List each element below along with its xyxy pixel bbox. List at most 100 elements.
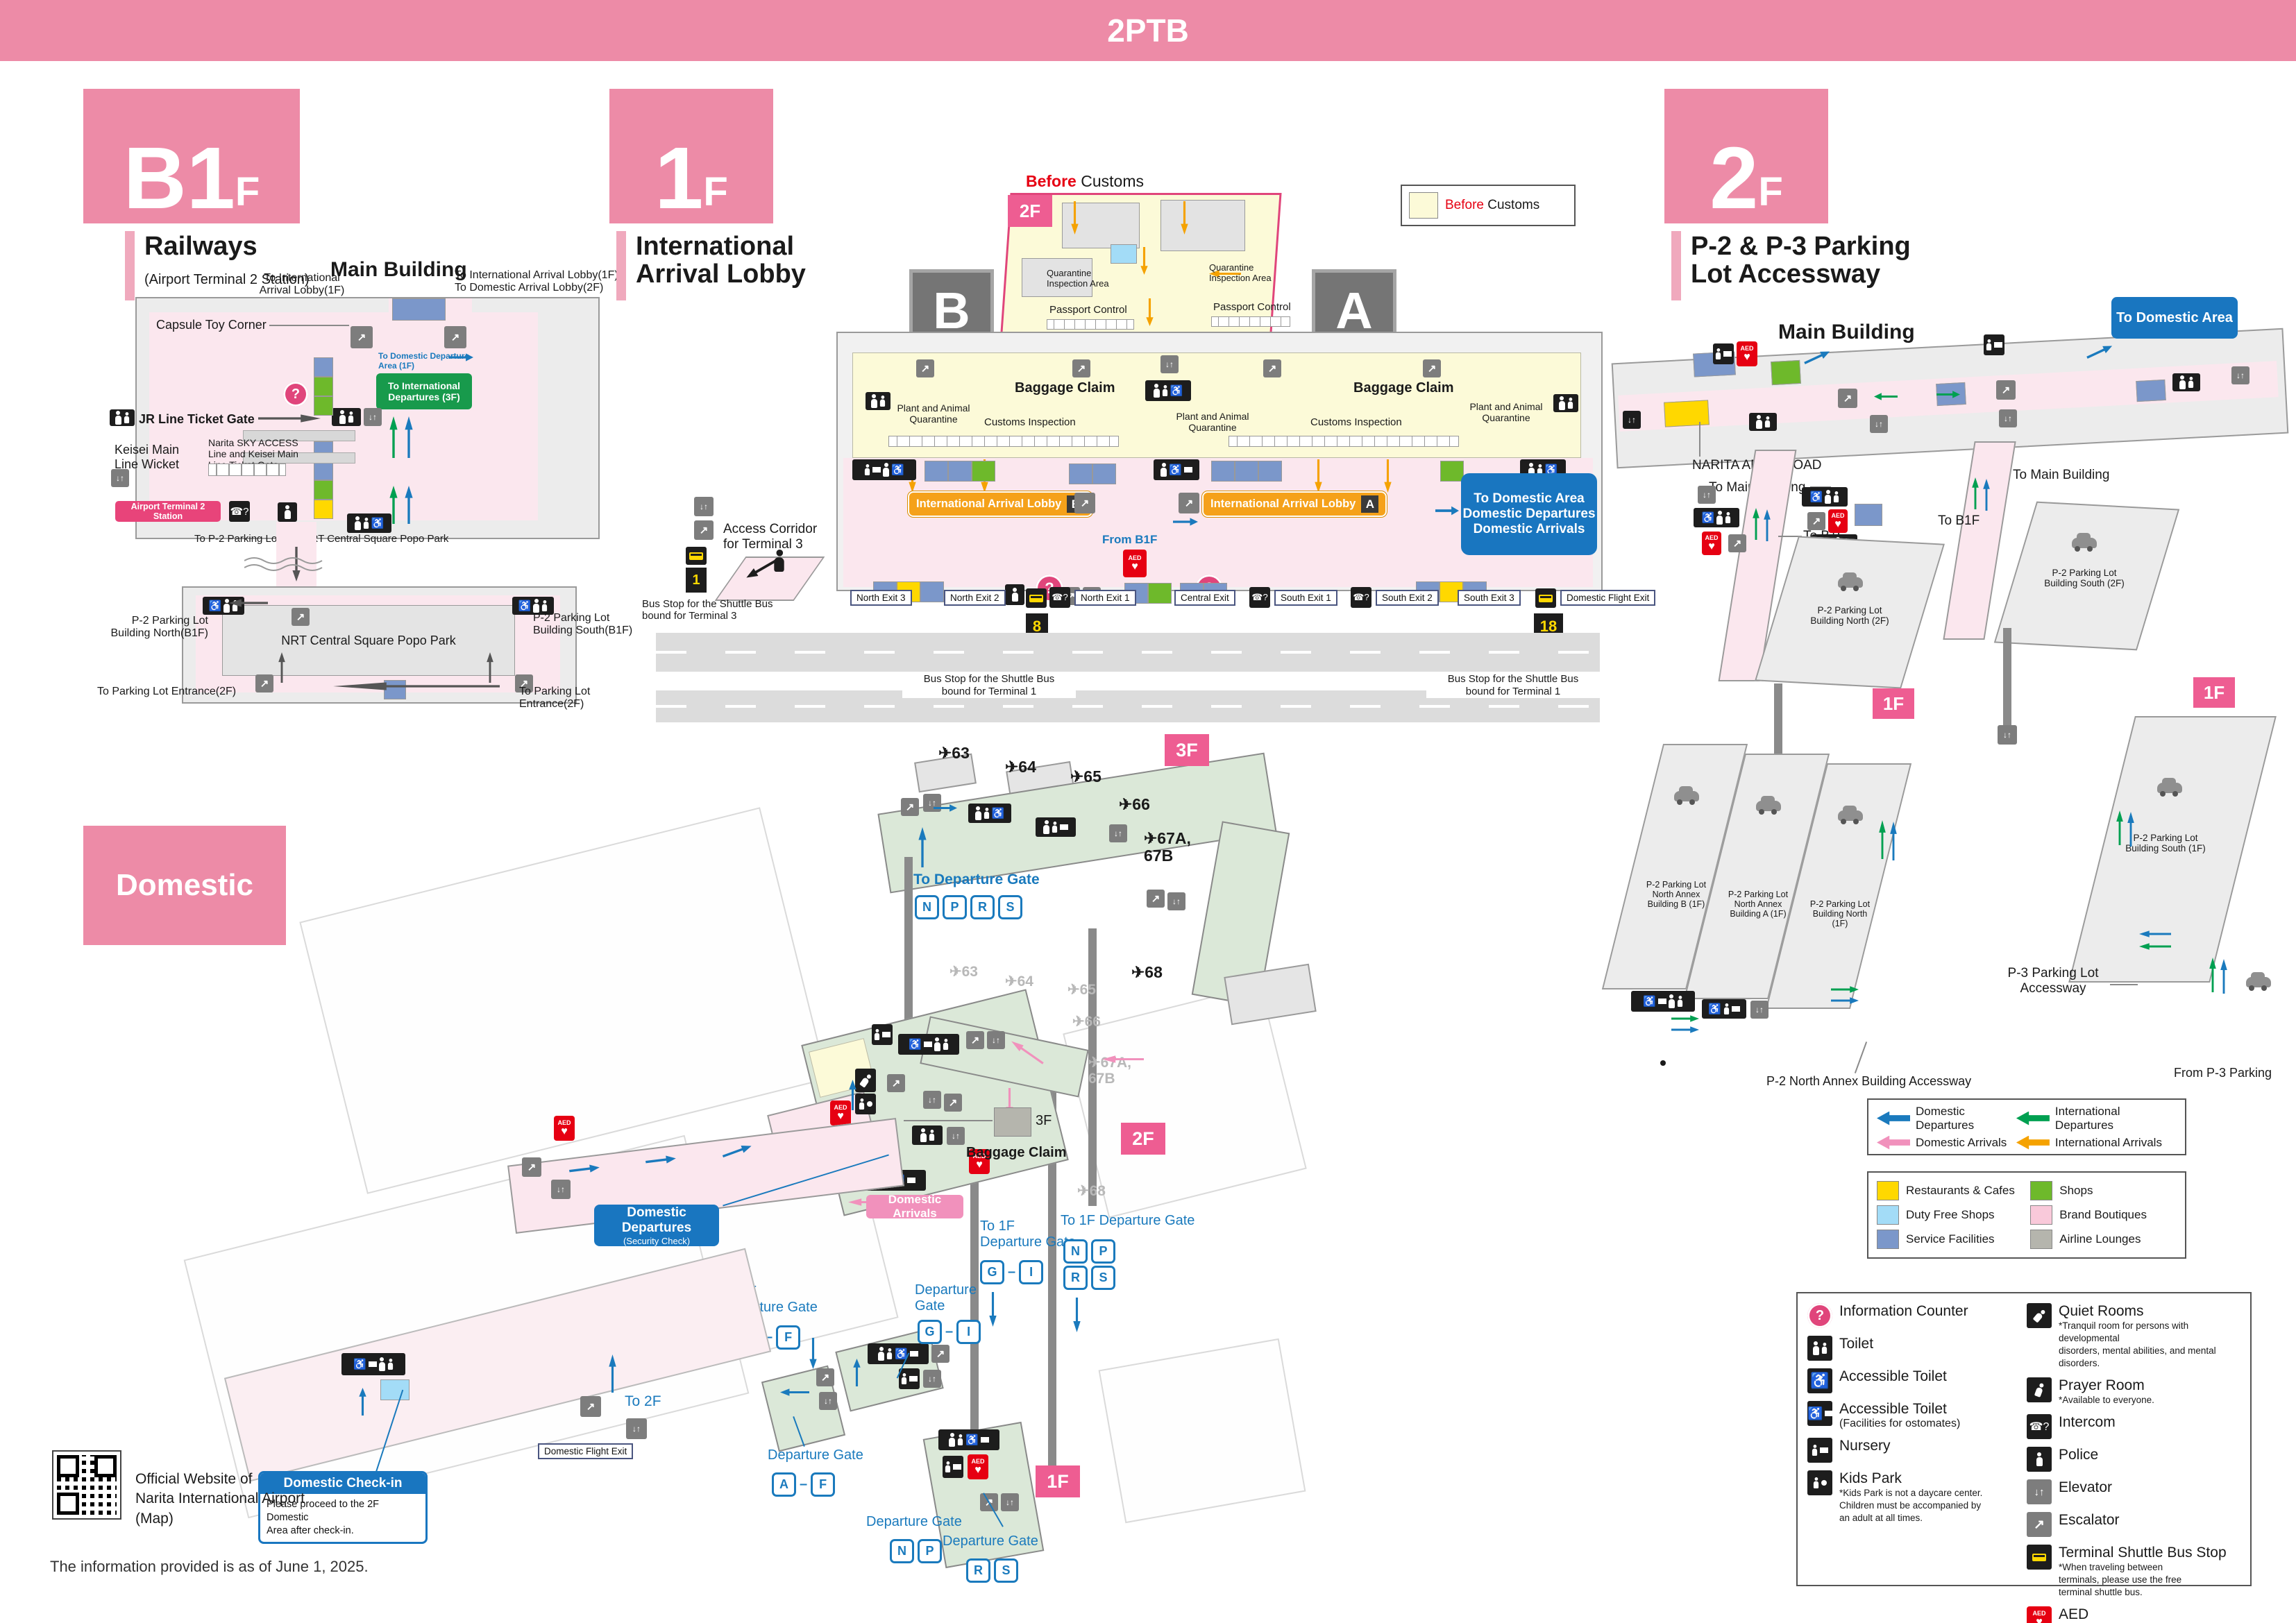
service-tile <box>1235 461 1258 482</box>
intercom-icon: ☎? <box>1351 587 1371 608</box>
checkin-title: Domestic Check-in <box>260 1473 425 1494</box>
chip-i: I <box>1019 1260 1044 1284</box>
legend-label: Domestic Arrivals <box>1916 1135 2007 1149</box>
toilet-icon <box>1749 413 1777 431</box>
lobby-letter: A <box>1361 495 1379 513</box>
checkin-body: Please proceed to the 2F Domestic Area a… <box>267 1499 380 1536</box>
elevator-icon: ↓↑ <box>923 1370 941 1388</box>
facility-label: Escalator <box>2059 1512 2120 1528</box>
domestic-departures-box: Domestic Departures (Security Check) <box>594 1205 719 1246</box>
b1f-to-intl-departures-box: To International Departures (3F) <box>376 373 472 409</box>
service-tile <box>1211 461 1235 482</box>
facility-row: Terminal Shuttle Bus Stop*When traveling… <box>2027 1545 2240 1599</box>
aed-icon: AED♥ <box>1123 550 1147 577</box>
p3-accessway-label: P-3 Parking Lot Accessway <box>2007 966 2099 996</box>
customs-inspection-label: Customs Inspection <box>984 416 1076 428</box>
blue-down-arrow <box>1072 1298 1081 1332</box>
page-banner: 2PTB <box>0 0 2296 61</box>
exit-box: Domestic Flight Exit <box>1560 590 1656 606</box>
accessible-toilet-elevator-icon: ♿ <box>1631 991 1695 1012</box>
information-counter-icon: ? <box>1807 1303 1832 1328</box>
toilet-accessible-icon: ♿ <box>968 804 1011 823</box>
facility-label: Police <box>2059 1447 2099 1463</box>
f3-badge: 3F <box>1165 734 1209 766</box>
customs-inspection-label: Customs Inspection <box>1310 416 1402 428</box>
escalator-icon: ↗ <box>1423 359 1441 377</box>
duty-free-swatch <box>1877 1205 1899 1225</box>
shop-tile <box>1148 583 1172 604</box>
blue-arrow <box>450 353 473 362</box>
b1f-badge-suffix: F <box>235 169 260 214</box>
shop-tile <box>1771 359 1801 386</box>
information-counter-icon: ? <box>283 382 308 407</box>
chip-g: G <box>980 1260 1004 1284</box>
elevator-icon: ↓↑ <box>923 794 941 812</box>
escalator-icon: ↗ <box>580 1396 601 1417</box>
legend-label: Duty Free Shops <box>1906 1207 1995 1221</box>
elevator-icon: ↓↑ <box>551 1180 571 1199</box>
brand-boutiques-swatch <box>2030 1205 2053 1225</box>
gate-label-65: ✈65 <box>1070 767 1101 785</box>
legend-before-word: Before <box>1445 198 1484 212</box>
b1f-service-tile <box>392 298 446 321</box>
inset-quarantine-label: Quarantine Inspection Area <box>1209 262 1272 283</box>
blue-up-arrow <box>1983 479 1990 511</box>
shops-swatch <box>2030 1180 2053 1200</box>
nursery-icon <box>1807 1438 1832 1463</box>
gate-label-68: ✈68 <box>1131 963 1163 981</box>
facility-row: Quiet Rooms*Tranquil room for persons wi… <box>2027 1303 2240 1370</box>
leader-line <box>2110 984 2138 985</box>
b1f-park-center: NRT Central Square Popo Park <box>222 605 515 676</box>
prayer-room-icon <box>2027 1377 2052 1402</box>
blue-arrow <box>405 416 413 458</box>
blue-up-arrow <box>2127 812 2134 847</box>
exit-box: South Exit 3 <box>1458 590 1521 606</box>
escalator-icon: ↗ <box>1728 534 1746 552</box>
elevator-icon: ↓↑ <box>1109 824 1127 842</box>
ghost-gate-63: ✈63 <box>949 964 978 980</box>
service-tile <box>1092 464 1116 484</box>
chip-p: P <box>1091 1239 1115 1264</box>
before-word: Before <box>1026 172 1077 190</box>
customs-word: Customs <box>1076 172 1144 190</box>
baggage-claim-label: Baggage Claim <box>1015 380 1115 396</box>
f1-badge-suffix: F <box>703 169 728 214</box>
facility-label: Elevator <box>2059 1479 2113 1495</box>
blue-up-arrow <box>1890 822 1897 860</box>
facility-label: Kids Park <box>1839 1470 1902 1486</box>
facility-label: Accessible Toilet <box>1839 1368 1947 1384</box>
facilities-left-column: ?Information Counter Toilet ♿Accessible … <box>1807 1303 2016 1579</box>
accessible-toilet-icon: ♿ <box>898 1034 959 1055</box>
leader-line <box>1699 422 1700 457</box>
accessible-toilet-icon: ♿ <box>512 597 554 615</box>
quiet-room-icon <box>855 1069 876 1092</box>
lobby-label: International Arrival Lobby <box>916 498 1062 510</box>
green-arrow <box>389 416 398 458</box>
plant-quarantine-label: Plant and Animal Quarantine <box>1176 411 1249 433</box>
nursery-icon <box>1713 343 1734 364</box>
inset-floor-badge: 2F <box>1008 195 1052 227</box>
blue-arrow <box>1173 518 1198 526</box>
elevator-icon: ↓↑ <box>2027 1479 2052 1504</box>
facility-label: Prayer Room <box>2059 1377 2145 1393</box>
service-tile <box>1069 464 1092 484</box>
gate-label-63: ✈63 <box>938 744 970 762</box>
before-customs-legend: Before Customs <box>1401 185 1576 226</box>
bus-stop-icon <box>1026 588 1047 608</box>
aed-icon: AED♥ <box>1828 509 1848 533</box>
area-colors-legend: Restaurants & Cafes Shops Duty Free Shop… <box>1867 1171 2186 1259</box>
elevator-icon: ↓↑ <box>2231 366 2249 384</box>
baggage-claim-2f-label: Baggage Claim <box>966 1145 1067 1160</box>
f1-badge-number: 1 <box>655 128 704 227</box>
elevator-icon: ↓↑ <box>987 1031 1005 1049</box>
to-main-building-label: To Main Building <box>2013 468 2110 482</box>
kids-park-icon <box>1807 1470 1832 1495</box>
escalator-icon: ↗ <box>292 608 310 626</box>
service-tile <box>920 581 944 602</box>
leader-line <box>1778 536 1802 537</box>
escalator-icon: ↗ <box>1838 389 1857 408</box>
passport-booths <box>1211 316 1290 327</box>
facility-label: Information Counter <box>1839 1303 1968 1319</box>
